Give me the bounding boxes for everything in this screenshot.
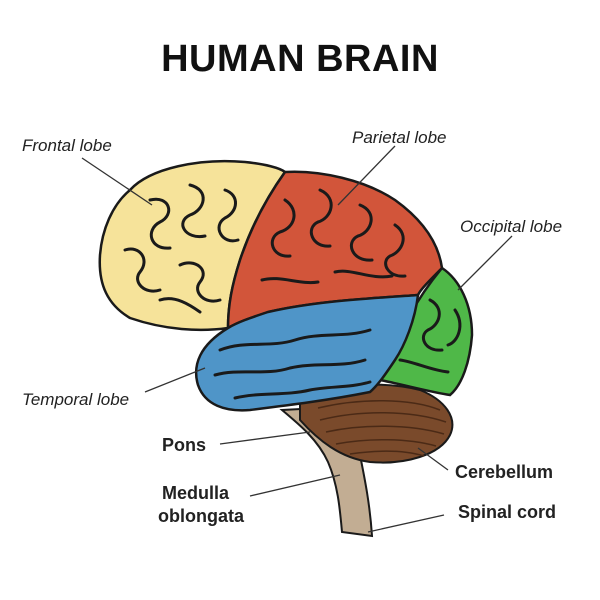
leader-lines: [81, 145, 513, 533]
label-occipital-lobe: Occipital lobe: [460, 217, 563, 236]
label-cerebellum: Cerebellum: [455, 462, 554, 482]
cerebellum-folds: [317, 400, 447, 457]
temporal-lobe-shape: [194, 293, 420, 412]
label-medulla-line1: Medulla: [162, 483, 230, 503]
occipital-gyri: [398, 298, 462, 374]
parietal-gyri: [260, 188, 407, 285]
label-frontal-lobe: Frontal lobe: [22, 136, 112, 155]
diagram-title: HUMAN BRAIN: [161, 38, 439, 80]
label-spinal-cord: Spinal cord: [458, 502, 557, 522]
label-medulla-line2: oblongata: [158, 506, 244, 526]
frontal-gyri: [123, 183, 240, 314]
temporal-gyri: [213, 328, 372, 400]
label-temporal-lobe: Temporal lobe: [22, 390, 130, 409]
label-parietal-lobe: Parietal lobe: [352, 128, 447, 147]
label-pons: Pons: [162, 435, 207, 455]
